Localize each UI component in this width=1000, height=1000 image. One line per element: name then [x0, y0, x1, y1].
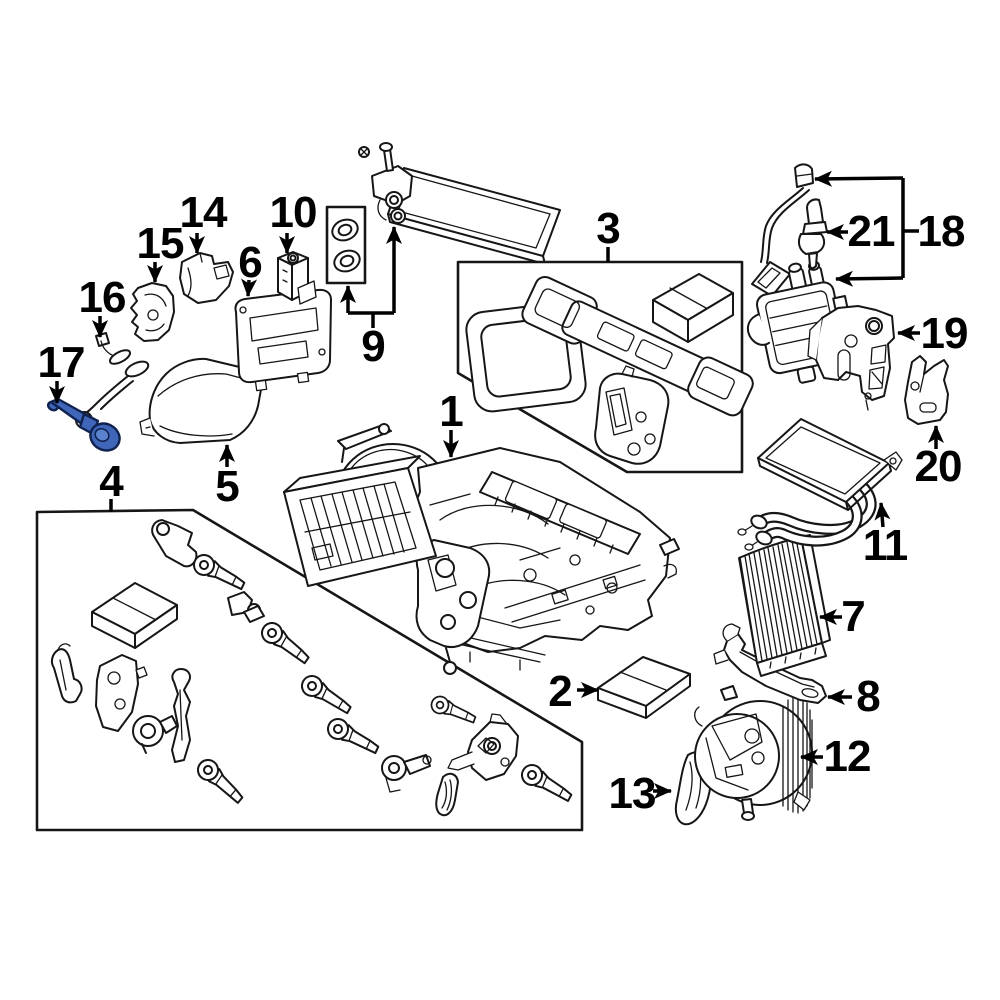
callout-17: 17 — [38, 338, 85, 404]
callout-number-6: 6 — [238, 238, 261, 287]
callout-4: 4 — [99, 457, 125, 512]
part-10-expansion-valve — [277, 251, 317, 305]
callout-number-17: 17 — [38, 338, 85, 387]
callout-18: 18 — [814, 170, 966, 287]
callout-number-15: 15 — [137, 219, 184, 268]
callout-13: 13 — [609, 769, 672, 818]
callout-3: 3 — [596, 204, 621, 262]
part-19-mounting-bracket — [807, 305, 895, 411]
callout-number-1: 1 — [439, 387, 463, 436]
callout-19: 19 — [897, 309, 968, 358]
callout-16: 16 — [79, 273, 126, 338]
callout-number-8: 8 — [856, 672, 880, 721]
part-12-blower-motor — [694, 685, 813, 821]
part-3-gasket-set — [456, 260, 754, 474]
callout-6: 6 — [238, 238, 263, 297]
part-4-kit-contents — [50, 519, 577, 817]
callout-14: 14 — [180, 188, 229, 254]
callout-20: 20 — [915, 425, 962, 491]
callout-7: 7 — [819, 592, 866, 641]
callout-1: 1 — [439, 387, 464, 458]
part-2-foam-seal — [597, 656, 691, 719]
callout-number-16: 16 — [79, 273, 126, 322]
callout-number-5: 5 — [215, 462, 239, 511]
callout-11: 11 — [863, 502, 909, 570]
callout-5: 5 — [215, 444, 240, 511]
callout-number-19: 19 — [921, 309, 968, 358]
part-21-sensor — [797, 198, 828, 270]
callout-number-4: 4 — [99, 457, 124, 506]
callout-number-11: 11 — [863, 521, 908, 570]
callout-number-18: 18 — [918, 207, 965, 256]
callout-15: 15 — [137, 219, 185, 283]
part-17-temperature-sensor — [46, 397, 121, 452]
part-15-actuator-plate — [130, 282, 175, 342]
callout-8: 8 — [827, 672, 881, 721]
callout-10: 10 — [270, 188, 317, 254]
part-4-kit-box — [35, 508, 584, 832]
callout-number-13: 13 — [609, 769, 656, 818]
callout-number-10: 10 — [270, 188, 317, 237]
part-20-mounting-bracket — [904, 355, 949, 425]
callout-number-12: 12 — [824, 732, 871, 781]
callout-number-7: 7 — [841, 592, 864, 641]
callout-2: 2 — [548, 667, 599, 716]
callout-number-20: 20 — [915, 442, 962, 491]
part-1-hvac-housing — [283, 423, 680, 675]
part-evaporator-assembly — [358, 142, 561, 265]
part-6-side-panel — [234, 288, 332, 392]
callout-12: 12 — [800, 732, 871, 781]
part-16-harness — [75, 332, 150, 429]
callout-21: 21 — [826, 207, 896, 256]
part-14-bracket — [179, 252, 234, 304]
callout-number-2: 2 — [548, 667, 571, 716]
part-9-seal-kit — [325, 205, 367, 285]
callout-number-3: 3 — [596, 204, 619, 253]
callout-number-21: 21 — [848, 207, 895, 256]
callout-number-14: 14 — [180, 188, 228, 237]
callout-9: 9 — [340, 226, 402, 371]
callout-number-9: 9 — [361, 322, 384, 371]
part-11-heater-core — [737, 418, 903, 551]
